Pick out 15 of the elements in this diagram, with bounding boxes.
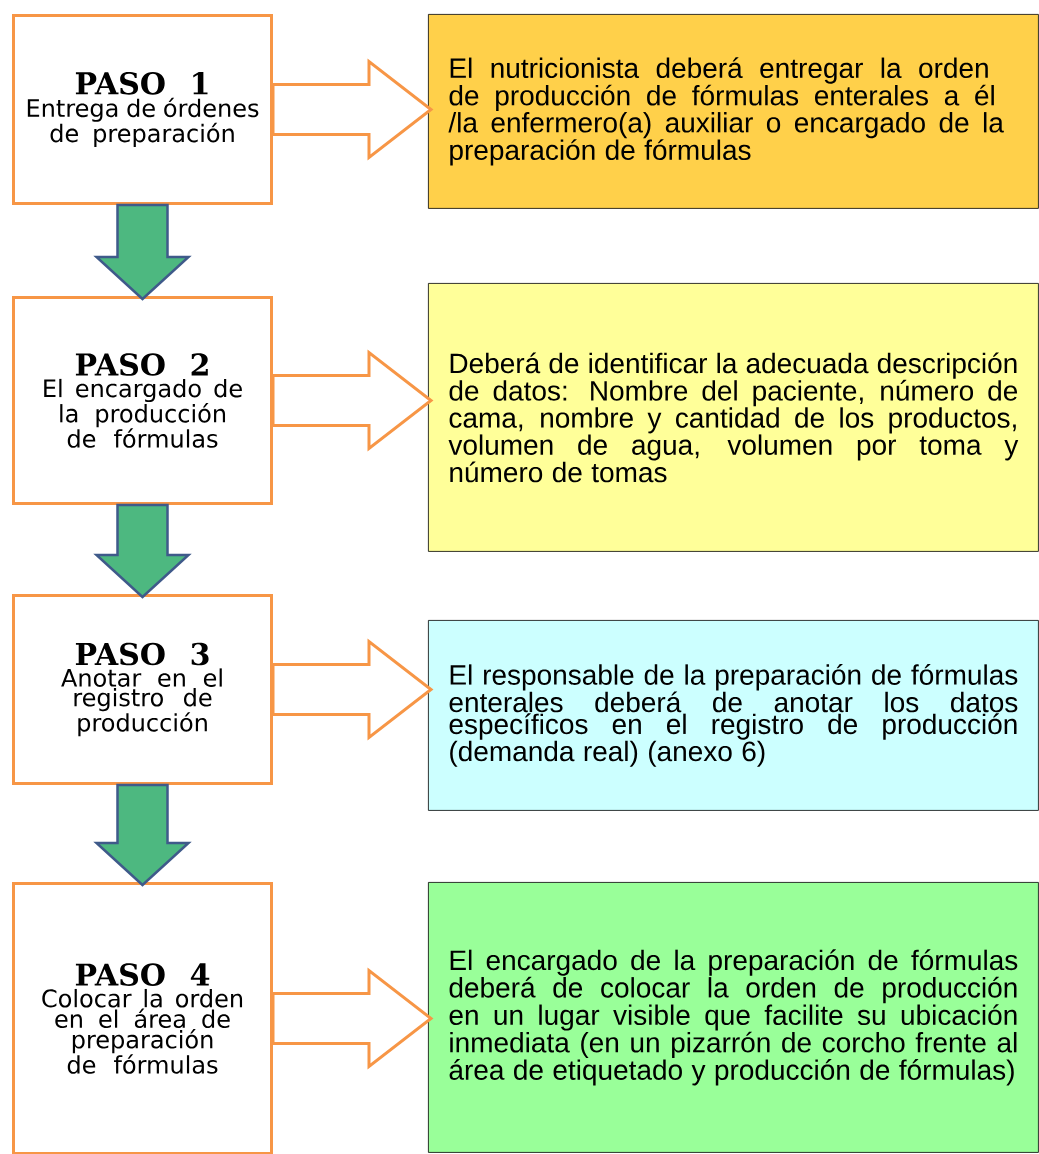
block-arrow	[271, 349, 434, 452]
step-box: PASO 3 Anotar en el registro de producción	[12, 594, 273, 785]
description-box: El encargado de la preparación de fórmulas deberá de colocar la orden de producción en un lugar visible que facilite su ubicación inmediata (en un pizarrón de corcho frente al área de etiquetado y producción de fórmulas)	[428, 882, 1039, 1153]
block-arrow	[271, 58, 434, 161]
block-arrow	[93, 203, 192, 301]
description-box: El responsable de la preparación de fórmulas enterales deberá de anotar los datos específicos en el registro de producción (demanda real) (anexo 6)	[428, 620, 1039, 811]
block-arrow	[93, 503, 192, 599]
block-arrow	[93, 783, 192, 887]
block-arrow	[271, 967, 434, 1070]
step-box: PASO 1 Entrega de órdenes de preparación	[12, 14, 273, 205]
step-box: PASO 2 El encargado de la producción de fórmulas	[12, 296, 273, 505]
block-arrow	[271, 638, 434, 741]
step-box: PASO 4 Colocar la orden en el área de preparación de fórmulas	[12, 882, 273, 1154]
description-box: Deberá de identificar la adecuada descripción de datos: Nombre del paciente, número de cama, nombre y cantidad de los productos, volumen de agua, volumen por toma y número de tomas	[428, 283, 1039, 552]
description-box: El nutricionista deberá entregar la orden de producción de fórmulas enterales a él /la enfermero(a) auxiliar o encargado de la preparación de fórmulas	[428, 14, 1039, 209]
